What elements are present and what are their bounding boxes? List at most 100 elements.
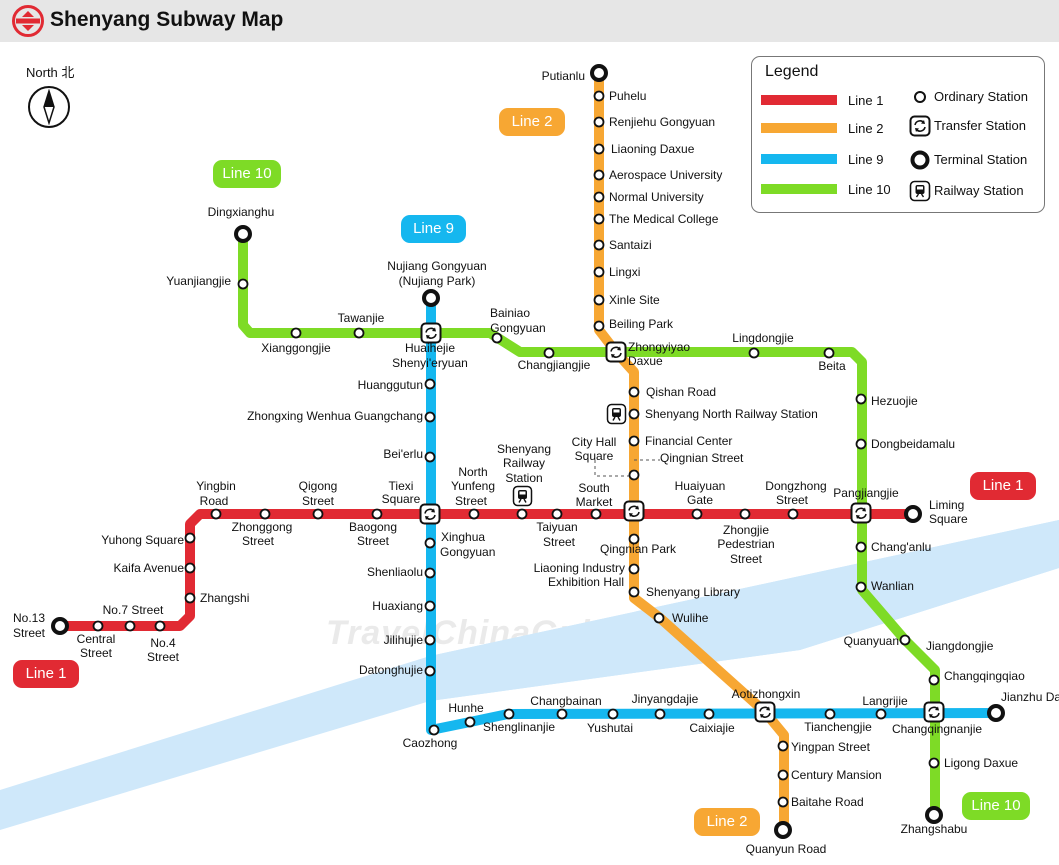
station-marker [543, 347, 555, 359]
station-label-qingnian-park: Qingnian Park [600, 542, 677, 556]
station-label-lingdongjie: Lingdongjie [732, 331, 794, 345]
station-label-dongzhong-2: Street [776, 493, 809, 507]
station-label-huaiyuan-1: Huaiyuan [675, 479, 726, 493]
station-label-beiling: Beiling Park [609, 317, 674, 331]
legend-title: Legend [765, 63, 819, 80]
station-marker [491, 332, 503, 344]
legend-line-9-label: Line 9 [848, 152, 884, 167]
station-label-city-hall-1: City Hall [572, 435, 617, 449]
station-label-hezuojie: Hezuojie [871, 394, 918, 408]
station-label-xinghua-2: Gongyuan [440, 545, 495, 559]
station-label-beierlu: Bei'erlu [383, 447, 423, 461]
station-label-zhongyiyao-1: Zhongyiyao [628, 340, 690, 354]
station-marker [899, 634, 911, 646]
station-label-huaxiang: Huaxiang [372, 599, 423, 613]
station-label-liming-2: Square [929, 512, 968, 526]
terminal-station-marker [904, 505, 922, 523]
station-label-jinyangdajie: Jinyangdajie [632, 692, 699, 706]
station-marker [424, 567, 436, 579]
station-label-financial: Financial Center [645, 434, 732, 448]
station-marker [824, 708, 836, 720]
header-bar [0, 0, 1059, 42]
station-label-yingpan: Yingpan Street [791, 740, 871, 754]
station-label-qingnian-st: Qingnian Street [660, 451, 744, 465]
station-marker [593, 213, 605, 225]
station-label-tiexi-1: Tiexi [389, 479, 414, 493]
station-marker [628, 386, 640, 398]
station-marker [777, 796, 789, 808]
station-marker [154, 620, 166, 632]
station-label-normal: Normal University [609, 190, 704, 204]
station-marker [312, 508, 324, 520]
station-label-dongbeidamalu: Dongbeidamalu [871, 437, 955, 451]
station-label-qigong-2: Street [302, 494, 335, 508]
station-label-liaoning-ind-1: Liaoning Industry [534, 561, 625, 575]
transfer-station-icon [420, 322, 442, 344]
station-marker [855, 541, 867, 553]
terminal-station-marker [51, 617, 69, 635]
station-label-no4-2: Street [147, 650, 180, 664]
station-marker [551, 508, 563, 520]
station-label-no13-1: No.13 [13, 611, 45, 625]
station-marker [593, 169, 605, 181]
line-2-badge-bottom: Line 2 [694, 808, 760, 836]
station-label-xinghua-1: Xinghua [441, 530, 485, 544]
station-marker [424, 378, 436, 390]
station-marker [424, 665, 436, 677]
transfer-station-icon [754, 701, 776, 723]
station-label-south-market-2: Market [576, 495, 613, 509]
station-label-quanyun: Quanyun Road [746, 842, 827, 856]
station-marker [928, 757, 940, 769]
terminal-station-marker [987, 704, 1005, 722]
station-label-liaoning-ind-2: Exhibition Hall [548, 575, 624, 589]
station-label-zhongyiyao-2: Daxue [628, 354, 663, 368]
station-marker [210, 508, 222, 520]
station-marker [787, 508, 799, 520]
city-hall-link [594, 460, 634, 477]
station-marker [259, 508, 271, 520]
station-label-no7: No.7 Street [103, 603, 164, 617]
station-label-baogong-2: Street [357, 534, 390, 548]
station-label-shenglinanjie: Shenglinanjie [483, 720, 555, 734]
transfer-station-icon [923, 701, 945, 723]
station-label-pangjiangjie: Pangjiangjie [833, 486, 899, 500]
transfer-station-icon [850, 502, 872, 524]
station-label-nujiang-1: Nujiang Gongyuan [387, 259, 486, 273]
station-label-baitahe: Baitahe Road [791, 795, 864, 809]
station-label-baogong-1: Baogong [349, 520, 397, 534]
station-label-changqingnanjie: Changqingnanjie [892, 722, 982, 736]
terminal-station-marker [925, 806, 943, 824]
station-marker [823, 347, 835, 359]
station-marker [503, 708, 515, 720]
station-label-quanyuan: Quanyuan [844, 634, 899, 648]
station-label-nujiang-2: (Nujiang Park) [399, 274, 476, 288]
line-10-badge-top: Line 10 [213, 160, 281, 188]
station-marker [628, 435, 640, 447]
station-label-jilihujie: Jilihujie [384, 633, 424, 647]
station-label-north-yunfeng-3: Street [455, 494, 488, 508]
station-label-langrijie: Langrijie [862, 694, 908, 708]
metro-logo-icon [12, 5, 44, 37]
station-label-taiyuan-2: Street [543, 535, 576, 549]
station-marker [593, 294, 605, 306]
station-label-sy-rail-2: Railway [503, 456, 545, 470]
station-label-yingbin-2: Road [200, 494, 229, 508]
station-label-zhongxing: Zhongxing Wenhua Guangchang [247, 409, 423, 423]
station-label-yuhong: Yuhong Square [101, 533, 184, 547]
station-label-xinle: Xinle Site [609, 293, 660, 307]
legend-line-9-swatch [761, 154, 837, 164]
station-marker [653, 612, 665, 624]
station-label-renjiehu: Renjiehu Gongyuan [609, 115, 715, 129]
station-marker [424, 451, 436, 463]
line-1-badge-left: Line 1 [13, 660, 79, 688]
station-label-century: Century Mansion [791, 768, 882, 782]
railway-station-icon [512, 485, 533, 507]
railway-station-icon [909, 180, 931, 202]
transfer-station-icon [623, 500, 645, 522]
station-marker [184, 532, 196, 544]
station-label-zhongjie-3: Street [730, 552, 763, 566]
station-marker [92, 620, 104, 632]
station-label-north-yunfeng-1: North [458, 465, 487, 479]
